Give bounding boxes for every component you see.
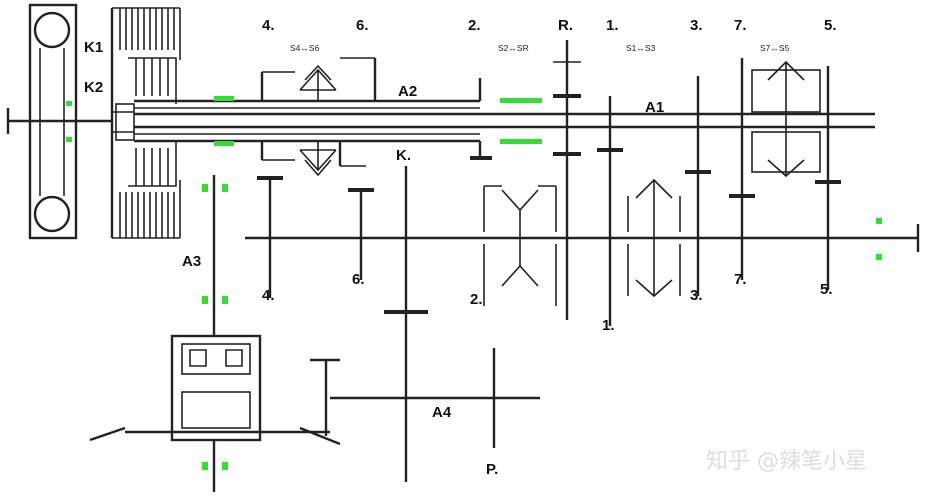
gear-label-6-lower: 6. — [352, 271, 365, 288]
sync-label-s2-sr: S2↔SR — [498, 43, 529, 53]
gear-set-1-3 — [597, 76, 711, 326]
output-shaft — [245, 224, 920, 252]
gear-label-3: 3. — [690, 17, 703, 34]
label-a3: A3 — [182, 253, 201, 270]
dual-clutch-pack — [110, 7, 181, 239]
gear-label-6: 6. — [356, 17, 369, 34]
solid-shaft-a1 — [134, 112, 875, 129]
park-shaft — [310, 166, 540, 482]
gear-label-r: R. — [558, 17, 573, 34]
gear-label-5: 5. — [824, 17, 837, 34]
gear-label-1-lower: 1. — [602, 317, 615, 334]
gear-label-3-lower: 3. — [690, 287, 703, 304]
speed-sensors — [66, 96, 882, 470]
sync-label-s4-s6: S4↔S6 — [290, 43, 320, 53]
gear-set-4-6 — [257, 57, 377, 298]
gear-label-4-lower: 4. — [262, 287, 275, 304]
label-k: K. — [396, 147, 411, 164]
gear-label-5-lower: 5. — [820, 281, 833, 298]
label-a4: A4 — [432, 404, 452, 421]
label-a1: A1 — [645, 99, 664, 116]
label-a2: A2 — [398, 83, 417, 100]
label-p: P. — [486, 461, 498, 478]
gear-label-2: 2. — [468, 17, 481, 34]
gear-label-2-lower: 2. — [470, 291, 483, 308]
hollow-shaft-a2 — [134, 99, 480, 143]
pump-assembly — [89, 175, 341, 492]
sync-label-s1-s3: S1↔S3 — [626, 43, 656, 53]
watermark: 知乎 @辣笔小星 — [706, 449, 867, 474]
gear-set-7-5 — [729, 58, 841, 290]
gear-label-4: 4. — [262, 17, 275, 34]
label-k1: K1 — [84, 39, 103, 56]
gear-label-7: 7. — [734, 17, 747, 34]
gear-label-7-lower: 7. — [734, 271, 747, 288]
sync-label-s7-s5: S7↔S5 — [760, 43, 790, 53]
gear-set-2-r — [470, 40, 581, 320]
input-shaft — [6, 108, 112, 134]
gear-label-1: 1. — [606, 17, 619, 34]
label-k2: K2 — [84, 79, 103, 96]
